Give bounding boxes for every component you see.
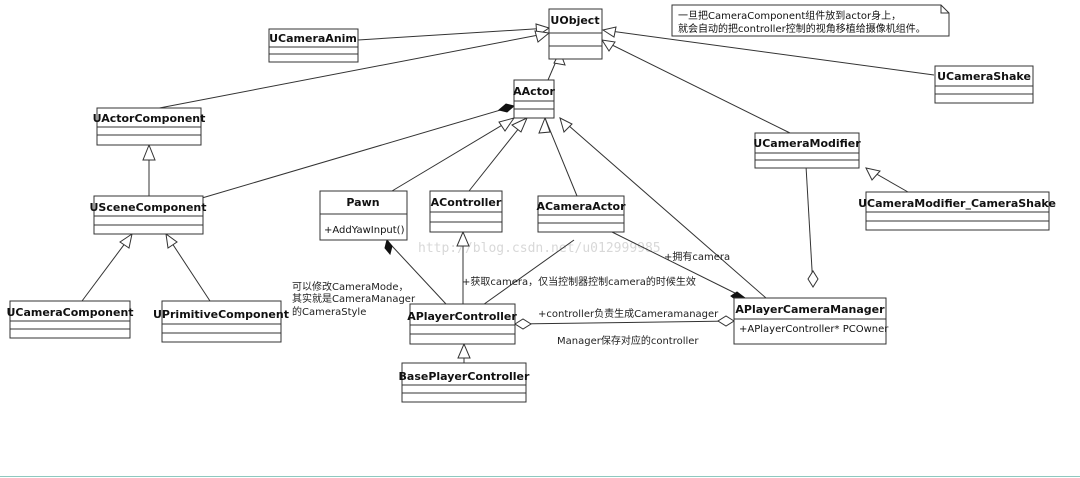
label-has-camera: +拥有camera — [664, 250, 730, 263]
class-ucamerashake-title: UCameraShake — [937, 70, 1031, 83]
class-ucameramodifier[interactable]: UCameraModifier — [753, 132, 861, 169]
class-aplayercameramanager-title: APlayerCameraManager — [735, 303, 885, 316]
class-aplayercameramanager[interactable]: APlayerCameraManager +APlayerController*… — [733, 297, 889, 345]
line-ucameramodifier-aplayercameramanager — [805, 165, 814, 288]
class-aactor[interactable]: AActor — [513, 79, 555, 119]
line-ucameramodifier-uobject — [601, 39, 791, 134]
class-aplayercontroller[interactable]: APlayerController — [407, 303, 517, 345]
label-manager-saves: Manager保存对应的controller — [557, 334, 699, 347]
label-camera-mode-3: 的CameraStyle — [292, 305, 366, 318]
line-ucameracomponent-uscenecomponent — [81, 233, 133, 302]
line-aplayercontroller-acameraactor — [479, 239, 575, 308]
class-acontroller-title: AController — [431, 196, 502, 209]
class-baseplayercontroller-title: BasePlayerController — [399, 370, 530, 383]
class-ucameramodifier_camerashake[interactable]: UCameraModifier_CameraShake — [858, 191, 1056, 231]
class-ucamerashake[interactable]: UCameraShake — [934, 65, 1034, 104]
class-pawn-title: Pawn — [346, 196, 379, 209]
note-line-2: 就会自动的把controller控制的视角移植给摄像机组件。 — [678, 22, 926, 35]
label-controller-generates: +controller负责生成Cameramanager — [538, 307, 719, 320]
class-ucameraanim-title: UCameraAnim — [269, 32, 357, 45]
class-ucameramodifier-title: UCameraModifier — [753, 137, 861, 150]
line-acameraactor-aactor — [544, 117, 578, 197]
class-uprimitivecomponent[interactable]: UPrimitiveComponent — [153, 300, 289, 343]
class-pawn-method: +AddYawInput() — [324, 225, 405, 236]
line-acameraactor-aplayercameramanager — [611, 231, 746, 299]
watermark: http://blog.csdn.net/u012999985 — [418, 241, 661, 256]
class-ucameraanim[interactable]: UCameraAnim — [268, 28, 359, 63]
class-uobject[interactable]: UObject — [548, 8, 603, 60]
class-aactor-title: AActor — [513, 85, 555, 98]
label-camera-mode-2: 其实就是CameraManager — [292, 292, 416, 305]
class-uscenecomponent-title: USceneComponent — [89, 201, 206, 214]
line-aplayercameramanager-aactor — [559, 117, 767, 299]
class-acontroller[interactable]: AController — [429, 190, 503, 233]
class-aplayercameramanager-attr: +APlayerController* PCOwner — [739, 324, 889, 335]
class-uactorcomponent-title: UActorComponent — [93, 112, 206, 125]
line-uactorcomponent-uobject — [148, 32, 550, 111]
line-pawn-aactor — [391, 117, 515, 192]
note-box[interactable]: 一旦把CameraComponent组件放到actor身上， 就会自动的把con… — [671, 4, 950, 37]
line-acontroller-aactor — [468, 117, 528, 192]
class-acameraactor[interactable]: ACameraActor — [536, 195, 626, 233]
line-uprimitivecomponent-uscenecomponent — [165, 233, 211, 302]
class-pawn[interactable]: Pawn +AddYawInput() — [319, 190, 408, 241]
class-uscenecomponent[interactable]: USceneComponent — [89, 195, 207, 235]
class-uactorcomponent[interactable]: UActorComponent — [93, 107, 206, 146]
aggregation-diamonds — [384, 103, 819, 330]
line-ucameraanim-uobject — [357, 27, 550, 41]
class-acameraactor-title: ACameraActor — [536, 200, 626, 213]
label-get-camera: +获取camera，仅当控制器控制camera的时候生效 — [462, 275, 696, 288]
line-aplayercontroller-pawn — [391, 245, 447, 305]
line-ucamerashake-uobject — [602, 29, 935, 76]
class-ucameracomponent[interactable]: UCameraComponent — [6, 300, 134, 339]
class-ucameracomponent-title: UCameraComponent — [6, 306, 133, 319]
footer-divider — [0, 476, 1080, 477]
generalization-arrowheads — [119, 23, 881, 359]
class-baseplayercontroller[interactable]: BasePlayerController — [399, 362, 530, 403]
label-camera-mode-1: 可以修改CameraMode， — [292, 280, 409, 293]
line-controller-cameramanager — [514, 320, 735, 325]
class-uobject-title: UObject — [550, 14, 599, 27]
class-uprimitivecomponent-title: UPrimitiveComponent — [153, 308, 289, 321]
line-uscenecomponent-aactor — [201, 105, 515, 199]
class-ucameramodifier_camerashake-title: UCameraModifier_CameraShake — [858, 197, 1056, 210]
note-line-1: 一旦把CameraComponent组件放到actor身上， — [678, 9, 901, 22]
class-aplayercontroller-title: APlayerController — [407, 310, 517, 323]
